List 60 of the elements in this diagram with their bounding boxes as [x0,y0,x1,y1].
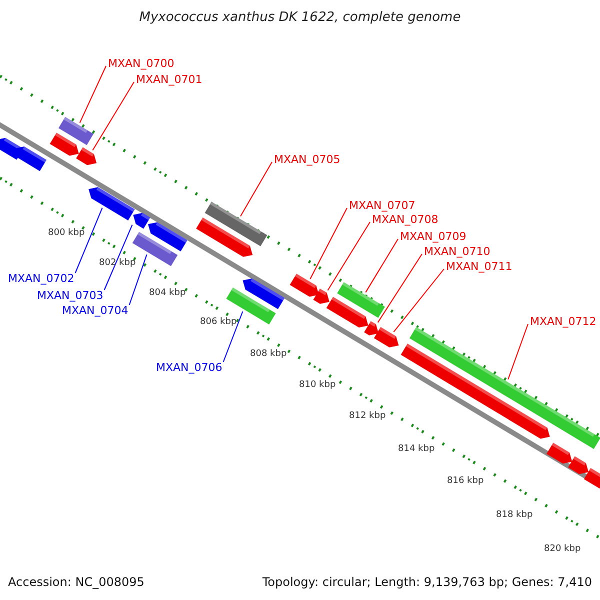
scale-label: 818 kbp [496,511,533,520]
gene-block [242,278,285,310]
gene-label: MXAN_0703 [37,290,104,301]
scale-label: 804 kbp [149,289,186,298]
leader-line [365,238,398,293]
gene-block [133,212,150,229]
leader-line [240,162,272,217]
scale-label: 806 kbp [200,318,237,327]
gene-label: MXAN_0706 [156,362,222,373]
gene-label: MXAN_0710 [424,246,490,257]
gene-label: MXAN_0707 [349,200,416,211]
gene-label: MXAN_0701 [136,74,202,85]
gene-block [148,222,188,252]
gene-block [76,147,97,166]
scale-label: 808 kbp [250,350,287,359]
gene-block [196,217,253,257]
gene-block [204,202,268,246]
leader-line [377,254,422,323]
gene-block [290,274,319,297]
gene-label: MXAN_0705 [274,154,340,165]
leader-line [393,268,444,332]
gene-block [326,296,368,328]
scale-label: 814 kbp [398,445,435,454]
gene-label: MXAN_0702 [8,273,74,284]
leader-line [310,208,348,280]
leader-line [104,224,133,290]
gene-block [374,327,399,348]
leader-line [79,66,106,124]
gene-block [584,468,600,488]
gene-block [313,288,330,304]
gene-block [337,282,385,318]
gene-block [58,116,94,146]
gene-block [88,187,135,220]
scale-label: 820 kbp [544,545,581,554]
leader-line [128,254,148,306]
scale-label: 810 kbp [299,381,336,390]
gene-block [14,146,46,172]
footer-text: Accession: NC_008095 [8,576,144,588]
leader-line [508,324,528,380]
gene-label: MXAN_0712 [530,316,596,327]
gene-block [546,442,572,464]
gene-label: MXAN_0704 [62,305,128,316]
leader-line [74,207,103,274]
gene-label: MXAN_0711 [446,261,512,272]
gene-label: MXAN_0708 [372,214,438,225]
gene-label: MXAN_0700 [108,58,174,69]
leader-line [222,311,244,362]
scale-label: 812 kbp [349,412,386,421]
gene-block [50,132,79,156]
gene-block [568,456,589,474]
gene-block [400,344,550,439]
leader-line [327,222,370,291]
footer-text: Topology: circular; Length: 9,139,763 bp; Genes: 7,410 [262,576,592,588]
title: Myxococcus xanthus DK 1622, complete genome [138,11,462,24]
gene-label: MXAN_0709 [400,231,466,242]
scale-label: 800 kbp [48,229,85,238]
scale-label: 816 kbp [447,477,484,486]
scale-label: 802 kbp [99,259,136,268]
gene-block [364,321,379,336]
leader-line [92,82,134,151]
